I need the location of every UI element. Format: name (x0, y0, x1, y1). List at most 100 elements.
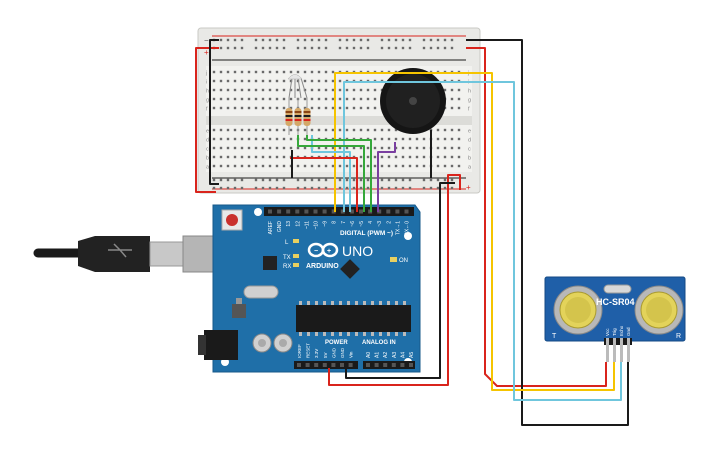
usb-chip (263, 256, 277, 270)
digital-pin-label: 4 (368, 221, 374, 224)
analog-pin-label: A3 (392, 352, 398, 358)
terminal-hole (352, 146, 356, 150)
header-pin[interactable] (348, 363, 353, 367)
terminal-hole (226, 88, 230, 92)
terminal-hole (408, 155, 412, 159)
terminal-hole (345, 146, 349, 150)
row-letter: h (468, 89, 471, 95)
header-pin[interactable] (386, 209, 391, 214)
terminal-hole (352, 128, 356, 132)
wire-black (466, 39, 629, 426)
terminal-hole (240, 88, 244, 92)
header-pin[interactable] (304, 209, 309, 214)
led-rx (293, 263, 299, 267)
header-pin[interactable] (314, 363, 319, 367)
header-pin[interactable] (297, 363, 301, 367)
header-pin[interactable] (374, 363, 379, 367)
header-pin[interactable] (349, 209, 354, 214)
rail-hole (268, 46, 272, 50)
on-label: ON (399, 258, 408, 264)
rail-minus-label: − (204, 36, 209, 45)
row-letter: d (206, 138, 209, 144)
terminal-hole (240, 155, 244, 159)
digital-pin-label: 8 (332, 221, 338, 224)
header-pin[interactable] (377, 209, 382, 214)
terminal-hole (282, 106, 286, 110)
reset-button[interactable] (226, 214, 238, 226)
terminal-hole (219, 70, 223, 74)
terminal-hole (282, 164, 286, 168)
terminal-hole (233, 146, 237, 150)
header-pin[interactable] (322, 363, 327, 367)
terminal-hole (282, 137, 286, 141)
resistors (285, 98, 311, 135)
terminal-hole (457, 164, 461, 168)
rail-hole (450, 38, 454, 42)
led-leg (297, 77, 302, 99)
terminal-hole (219, 146, 223, 150)
header-pin[interactable] (277, 209, 282, 214)
rail-hole (345, 178, 349, 182)
header-pin[interactable] (400, 363, 405, 367)
header-pin[interactable] (383, 363, 388, 367)
header-pin[interactable] (366, 363, 370, 367)
header-pin[interactable] (286, 209, 291, 214)
resistor (303, 98, 311, 135)
rail-hole (282, 46, 286, 50)
terminal-hole (317, 106, 321, 110)
rail-hole (310, 38, 314, 42)
terminal-hole (303, 106, 307, 110)
terminal-hole (443, 164, 447, 168)
terminal-hole (380, 146, 384, 150)
rail-hole (359, 38, 363, 42)
terminal-hole (310, 164, 314, 168)
header-pin[interactable] (409, 363, 413, 367)
terminal-hole (296, 146, 300, 150)
terminal-hole (303, 137, 307, 141)
rail-hole (436, 38, 440, 42)
rail-hole (380, 46, 384, 50)
rail-hole (268, 178, 272, 182)
terminal-hole (457, 155, 461, 159)
rail-hole (401, 178, 405, 182)
voltage-regulator (232, 304, 246, 318)
header-pin[interactable] (305, 363, 310, 367)
header-pin[interactable] (331, 363, 336, 367)
header-pin[interactable] (313, 209, 318, 214)
header-pin[interactable] (268, 209, 272, 214)
header-pin[interactable] (359, 209, 363, 214)
header-pin[interactable] (404, 209, 409, 214)
terminal-hole (338, 164, 342, 168)
terminal-hole (317, 70, 321, 74)
terminal-hole (394, 137, 398, 141)
rail-hole (219, 46, 223, 50)
rail-hole (324, 186, 328, 190)
rail-hole (296, 178, 300, 182)
terminal-hole (247, 106, 251, 110)
terminal-hole (387, 164, 391, 168)
header-pin[interactable] (331, 209, 336, 214)
row-letter: h (206, 89, 209, 95)
header-pin[interactable] (295, 209, 300, 214)
header-pin[interactable] (391, 363, 396, 367)
terminal-hole (450, 97, 454, 101)
rail-hole (401, 38, 405, 42)
digital-pin-label: 2 (386, 221, 392, 224)
led-leg (300, 77, 308, 99)
header-pin[interactable] (340, 363, 344, 367)
terminal-hole (233, 128, 237, 132)
terminal-hole (415, 137, 419, 141)
header-pin[interactable] (340, 209, 345, 214)
rail-hole (429, 186, 433, 190)
terminal-hole (317, 128, 321, 132)
digital-pin-label: 13 (286, 221, 292, 227)
terminal-hole (331, 70, 335, 74)
terminal-hole (303, 70, 307, 74)
terminal-hole (366, 88, 370, 92)
header-pin[interactable] (395, 209, 400, 214)
terminal-hole (380, 155, 384, 159)
header-pin[interactable] (322, 209, 327, 214)
terminal-hole (289, 88, 293, 92)
terminal-hole (261, 128, 265, 132)
